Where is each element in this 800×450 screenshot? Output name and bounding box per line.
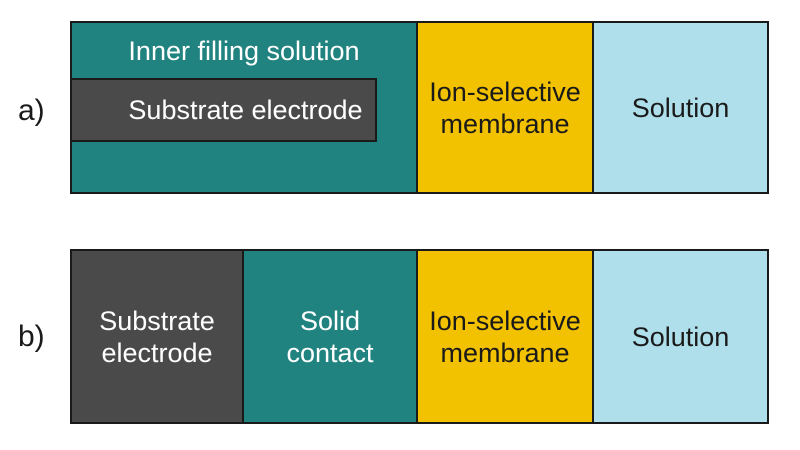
inner-filling-solution-layer-a: Inner filling solution Substrate electro… [70,21,418,194]
solid-contact-label-b: Solid contact [286,305,374,368]
solution-label-b: Solution [631,321,730,352]
electrode-diagram-b: Substrate electrode Solid contact Ion-se… [70,249,769,424]
ion-selective-membrane-layer-b: Ion-selective membrane [416,249,594,424]
ion-selective-membrane-layer-a: Ion-selective membrane [416,21,594,194]
solution-label-a: Solution [631,92,730,123]
panel-b-label: b) [18,320,45,353]
inner-filling-solution-label: Inner filling solution [128,35,360,66]
ion-selective-membrane-label-b: Ion-selective membrane [429,305,581,368]
substrate-electrode-label-b: Substrate electrode [99,305,215,368]
solid-contact-layer-b: Solid contact [242,249,418,424]
substrate-electrode-label-a: Substrate electrode [128,95,363,125]
solution-layer-b: Solution [592,249,769,424]
substrate-electrode-layer-a: Substrate electrode [70,78,377,142]
solution-layer-a: Solution [592,21,769,194]
panel-a-label: a) [18,94,45,127]
ion-selective-membrane-label-a: Ion-selective membrane [429,76,581,139]
substrate-electrode-layer-b: Substrate electrode [70,249,244,424]
electrode-diagram-a: Inner filling solution Substrate electro… [70,21,769,194]
